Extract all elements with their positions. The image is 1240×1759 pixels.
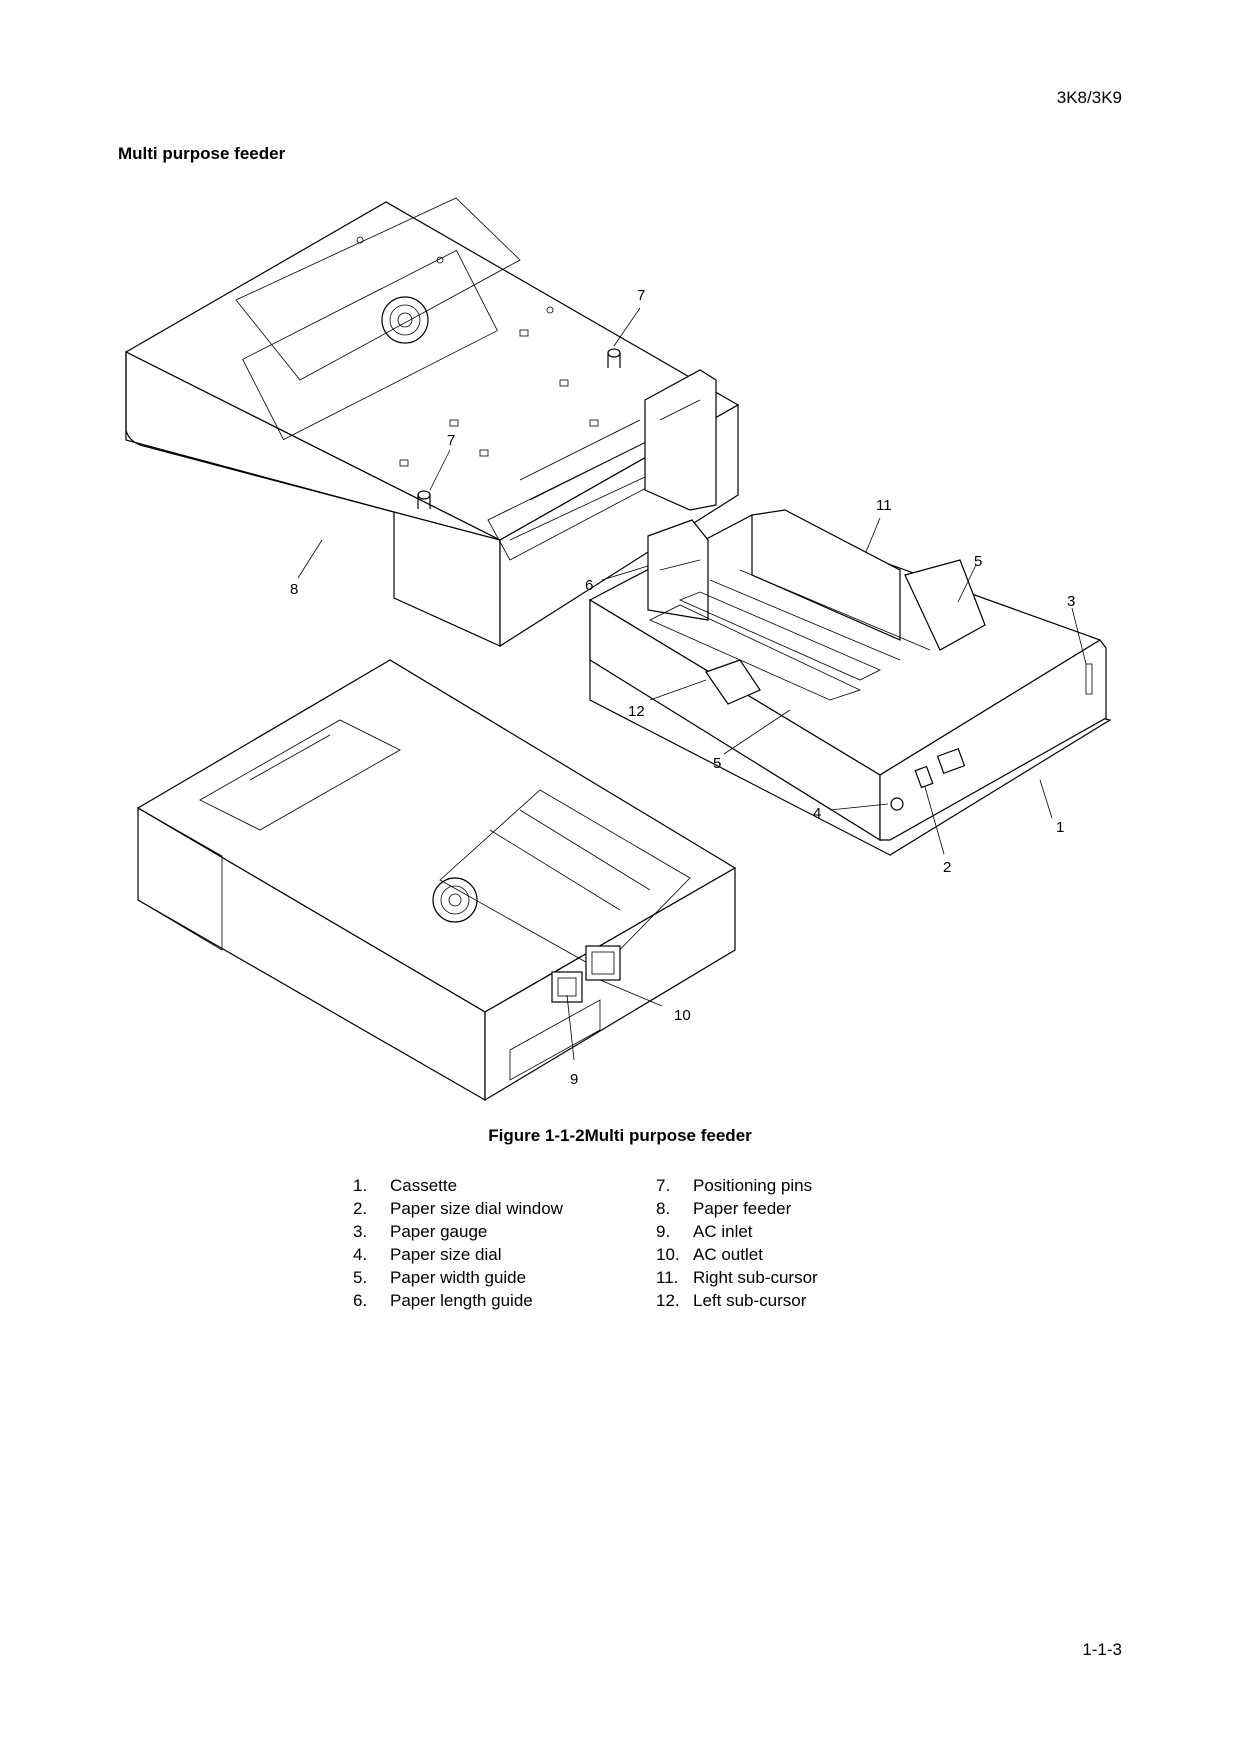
legend-item: 7. Positioning pins [656,1174,818,1197]
legend-item: 3. Paper gauge [353,1220,563,1243]
legend-label: Cassette [390,1176,458,1195]
legend-item: 12. Left sub-cursor [656,1289,818,1312]
legend-label: AC outlet [693,1245,763,1264]
callout-3: 3 [1067,593,1075,610]
callout-12: 12 [628,703,645,720]
legend-number: 8. [656,1199,671,1218]
section-title: Multi purpose feeder [118,144,286,163]
legend-item: 2. Paper size dial window [353,1197,563,1220]
legend-label: Right sub-cursor [693,1268,818,1287]
legend-left-column: 1. Cassette 2. Paper size dial window 3. Pa… [353,1174,563,1312]
legend-item: 4. Paper size dial [353,1243,563,1266]
callout-2: 2 [943,859,951,876]
legend-label: Paper feeder [693,1199,792,1218]
legend-label: Left sub-cursor [693,1291,807,1310]
legend-item: 8. Paper feeder [656,1197,818,1220]
legend-item: 6. Paper length guide [353,1289,563,1312]
legend-item: 11. Right sub-cursor [656,1266,818,1289]
callout-11: 11 [876,497,892,514]
callout-leader-lines [297,307,1087,1061]
legend-right-column: 7. Positioning pins 8. Paper feeder 9. AC i… [656,1174,818,1312]
legend-number: 2. [353,1199,368,1218]
callout-6: 6 [585,577,593,594]
legend-label: Paper gauge [390,1222,488,1241]
callout-5-upper: 5 [974,553,982,570]
callout-labels: 7 7 8 11 5 6 3 12 5 4 1 2 10 9 [290,287,1075,1088]
legend-number: 4. [353,1245,368,1264]
legend-number: 12. [656,1291,680,1310]
figure-caption: Figure 1-1-2Multi purpose feeder [488,1126,752,1145]
legend-number: 3. [353,1222,368,1241]
legend-number: 9. [656,1222,671,1241]
callout-10: 10 [674,1007,691,1024]
legend-number: 5. [353,1268,368,1287]
legend-item: 10. AC outlet [656,1243,818,1266]
legend-item: 9. AC inlet [656,1220,818,1243]
legend-label: Positioning pins [693,1176,813,1195]
legend-label: Paper size dial [390,1245,502,1264]
legend-label: Paper size dial window [390,1199,563,1218]
callout-7-lower: 7 [447,432,455,449]
callout-1: 1 [1056,819,1064,836]
callout-5-lower: 5 [713,755,721,772]
document-id: 3K8/3K9 [1056,88,1122,107]
page-number: 1-1-3 [1082,1640,1122,1659]
legend-label: Paper length guide [390,1291,533,1310]
paper-feeder-bottom-drawing [136,659,737,1102]
legend-label: AC inlet [693,1222,753,1241]
legend-number: 10. [656,1245,680,1264]
legend-number: 11. [656,1268,679,1287]
legend-item: 1. Cassette [353,1174,563,1197]
legend-number: 7. [656,1176,671,1195]
cassette-drawing [588,509,1112,856]
callout-4: 4 [813,805,821,822]
legend-number: 6. [353,1291,368,1310]
callout-7-upper: 7 [637,287,645,304]
paper-feeder-top-drawing [124,197,740,648]
callout-9: 9 [570,1071,578,1088]
legend-label: Paper width guide [390,1268,527,1287]
legend-number: 1. [353,1176,368,1195]
callout-8: 8 [290,581,298,598]
legend-item: 5. Paper width guide [353,1266,563,1289]
